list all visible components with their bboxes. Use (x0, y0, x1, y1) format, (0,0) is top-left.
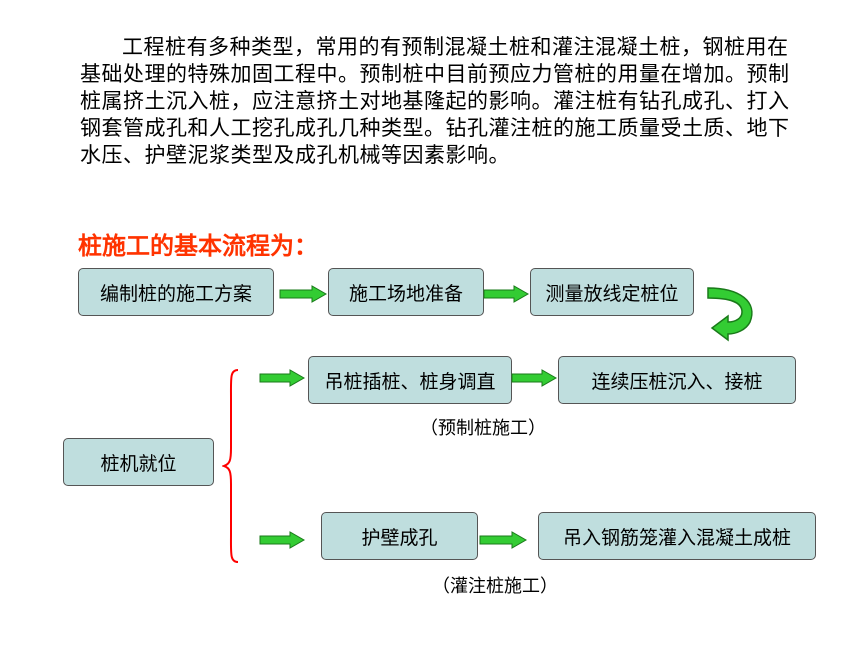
arrow-right-icon (259, 531, 306, 549)
arrow-right-icon (511, 369, 558, 387)
step-continuous-press: 连续压桩沉入、接桩 (558, 356, 796, 404)
step-construction-plan: 编制桩的施工方案 (78, 268, 274, 316)
step-continuous-press-label: 连续压桩沉入、接桩 (591, 370, 763, 393)
arrow-right-icon (483, 285, 530, 303)
flow-heading: 桩施工的基本流程为： (78, 232, 318, 260)
step-site-preparation: 施工场地准备 (328, 268, 484, 316)
step-construction-plan-label: 编制桩的施工方案 (99, 282, 252, 305)
branch-brace-icon (222, 369, 239, 563)
step-cage-concrete-label: 吊入钢筋笼灌入混凝土成桩 (562, 526, 791, 549)
bored-note: （灌注桩施工） (432, 576, 558, 597)
precast-note: （预制桩施工） (420, 418, 546, 439)
step-wall-boring: 护壁成孔 (321, 512, 478, 560)
arrow-right-icon (279, 285, 328, 303)
intro-paragraph: 工程桩有多种类型，常用的有预制混凝土桩和灌注混凝土桩，钢桩用在基础处理的特殊加固… (80, 35, 790, 167)
curved-arrow-icon (707, 287, 753, 342)
arrow-right-icon (259, 369, 306, 387)
step-lift-insert-pile: 吊桩插桩、桩身调直 (308, 356, 512, 404)
step-pile-positioning-label: 桩机就位 (100, 452, 177, 475)
step-survey-layout: 测量放线定桩位 (530, 268, 694, 316)
step-survey-layout-label: 测量放线定桩位 (545, 282, 679, 305)
step-pile-positioning: 桩机就位 (63, 438, 214, 486)
arrow-right-icon (479, 531, 528, 549)
step-wall-boring-label: 护壁成孔 (361, 526, 438, 549)
step-lift-insert-pile-label: 吊桩插桩、桩身调直 (324, 370, 496, 393)
step-site-preparation-label: 施工场地准备 (348, 282, 463, 305)
step-cage-concrete: 吊入钢筋笼灌入混凝土成桩 (538, 512, 816, 560)
